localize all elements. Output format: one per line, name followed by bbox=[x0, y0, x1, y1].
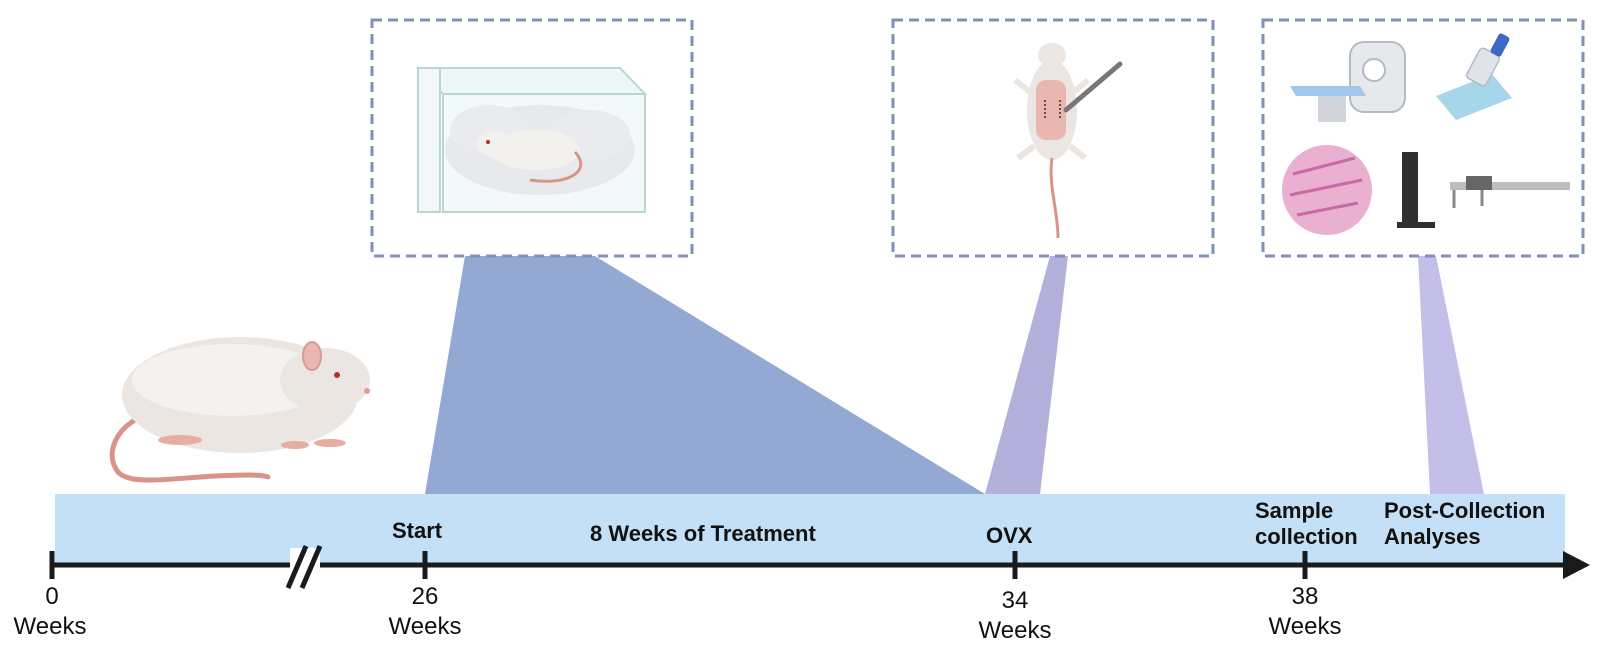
histology-slide-icon bbox=[1282, 145, 1372, 235]
tick-label-26: 26 bbox=[411, 583, 439, 610]
analyses-panel bbox=[1261, 18, 1585, 258]
tick-unit-26: Weeks bbox=[388, 613, 462, 640]
treatment-chamber-panel bbox=[370, 18, 694, 258]
pipette-icon bbox=[1436, 33, 1512, 120]
tick-label-38: 38 bbox=[1291, 583, 1319, 610]
rat-surgery-icon bbox=[1013, 43, 1123, 239]
ct-scanner-icon bbox=[1290, 41, 1406, 122]
ovx-wedge bbox=[985, 256, 1068, 494]
tick-unit-0: Weeks bbox=[13, 613, 87, 640]
phase-label-treatment: 8 Weeks of Treatment bbox=[590, 521, 816, 546]
tick-unit-38: Weeks bbox=[1268, 613, 1342, 640]
mechanical-tester-icon bbox=[1397, 152, 1435, 228]
tick-label-0: 0 bbox=[45, 583, 59, 610]
phase-label-ovx: OVX bbox=[986, 523, 1033, 548]
post-collection-wedge bbox=[1418, 256, 1484, 494]
ovx-panel bbox=[891, 18, 1215, 258]
phase-label-sample-line1: Sample bbox=[1255, 498, 1334, 523]
rat-in-chamber-icon bbox=[415, 67, 648, 213]
phase-label-start: Start bbox=[392, 518, 443, 543]
timeline-axis bbox=[49, 545, 1590, 589]
tick-label-34: 34 bbox=[1001, 587, 1029, 614]
tick-unit-34: Weeks bbox=[978, 617, 1052, 644]
phase-label-post-line2: Analyses bbox=[1384, 524, 1481, 549]
caliper-icon bbox=[1450, 176, 1570, 208]
rat-icon bbox=[109, 337, 370, 483]
treatment-wedge bbox=[425, 256, 985, 494]
axis-break-icon bbox=[285, 545, 323, 589]
phase-label-sample-line2: collection bbox=[1255, 524, 1358, 549]
phase-label-post-line1: Post-Collection bbox=[1384, 498, 1546, 523]
